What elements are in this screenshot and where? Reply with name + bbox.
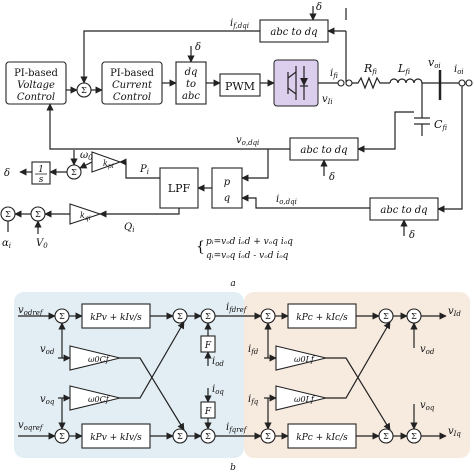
i-fi-label: ifi <box>330 68 338 80</box>
pq-p-label: p <box>224 177 231 188</box>
w0lf-top-label: ω0Lf <box>294 355 316 364</box>
pi-voltage-top-label: kPv + kIv/s <box>90 313 142 323</box>
svg-text:Σ: Σ <box>35 210 41 219</box>
resistor-rfi <box>352 76 390 90</box>
svg-text:Σ: Σ <box>59 312 65 321</box>
q-i-label: Qi <box>124 222 134 234</box>
voltage-control-label-2: Voltage <box>17 80 55 91</box>
i-fdqi-label: if,dqi <box>230 18 249 30</box>
pi-current-bot-label: kPc + kIc/s <box>296 433 348 443</box>
delta-bot-label: δ <box>409 230 415 241</box>
svg-text:Σ: Σ <box>5 210 11 219</box>
caption-a: a <box>230 279 235 289</box>
voltage-control-block: PI-based Voltage Control <box>5 61 67 105</box>
v-odqi-label: vo,dqi <box>236 135 259 147</box>
v-oq-out-label: voq <box>420 400 435 412</box>
v-iq-label: vIq <box>448 426 461 438</box>
pwm-label: PWM <box>225 80 255 93</box>
dq-label: dq <box>185 67 198 78</box>
abc-to-dq-bot-label: abc to dq <box>380 205 427 216</box>
svg-text:Σ: Σ <box>411 312 417 321</box>
dq-to-abc-block: dq to abc <box>175 61 207 105</box>
p-i-label: Pi <box>139 164 149 176</box>
pi-voltage-top <box>81 303 151 329</box>
v-odref-label: vodref <box>18 305 44 317</box>
pi-voltage-bot <box>81 423 151 449</box>
pq-q-label: q <box>224 193 230 204</box>
integrator-block <box>31 161 51 185</box>
c-fi-label: Cfi <box>434 118 447 132</box>
i-fdref-label: ifdref <box>226 302 248 314</box>
f-bot-label: F <box>204 407 212 417</box>
v-oi-label: voi <box>428 56 441 70</box>
kqi-label: kqi <box>80 211 91 222</box>
v-oq-label: voq <box>40 394 55 406</box>
p-equation: pᵢ=vₒd iₒd + vₒq iₒq <box>206 237 293 247</box>
delta-left-label: δ <box>4 168 10 179</box>
svg-text:Σ: Σ <box>383 312 389 321</box>
v-id-label: vId <box>448 306 461 318</box>
delta-top-label: δ <box>316 2 322 13</box>
to-label: to <box>186 79 196 90</box>
panel-a: PI-based Voltage Control Σ PI-based Curr… <box>0 2 473 289</box>
abc-label: abc <box>182 91 200 102</box>
omega0-label: ω0 <box>80 150 93 162</box>
svg-text:Σ: Σ <box>205 312 211 321</box>
w0cf-top-label: ω0Cf <box>88 355 111 364</box>
svg-text:Σ: Σ <box>205 432 211 441</box>
i-fd-label: ifd <box>248 344 259 356</box>
v-od-label: vod <box>40 344 55 356</box>
v0-label: V0 <box>36 238 48 250</box>
inductor-lfi <box>389 78 423 84</box>
svg-text:Σ: Σ <box>383 432 389 441</box>
current-control-block: PI-based Current Control <box>101 61 163 105</box>
svg-text:Σ: Σ <box>411 432 417 441</box>
abc-to-dq-mid-label: abc to dq <box>300 145 347 156</box>
svg-text:Σ: Σ <box>177 312 183 321</box>
w0cf-bot-label: ω0Cf <box>88 395 111 404</box>
svg-text:Σ: Σ <box>177 432 183 441</box>
svg-text:Σ: Σ <box>265 432 271 441</box>
i-odqi-label: io,dqi <box>276 194 297 206</box>
voltage-control-label-3: Control <box>17 92 55 103</box>
delta-dq-label: δ <box>195 42 201 53</box>
svg-text:Σ: Σ <box>265 312 271 321</box>
svg-text:Σ: Σ <box>71 168 77 177</box>
i-oi-label: ioi <box>454 64 464 76</box>
abc-to-dq-top-label: abc to dq <box>270 27 317 38</box>
current-control-label-1: PI-based <box>110 68 154 79</box>
i-fqref-label: ifqref <box>226 422 248 434</box>
voltage-control-label-1: PI-based <box>14 68 58 79</box>
current-control-label-2: Current <box>112 80 153 91</box>
r-fi-label: Rfi <box>363 62 377 76</box>
integrator-num: 1 <box>38 165 44 175</box>
svg-text:Σ: Σ <box>81 86 87 95</box>
voltage-controller-panel <box>14 292 244 458</box>
alpha-i-label: αi <box>2 238 11 250</box>
svg-text:Σ: Σ <box>59 432 65 441</box>
pi-voltage-bot-label: kPv + kIv/s <box>90 433 142 443</box>
svg-text:{: { <box>196 239 205 255</box>
kpi-label: kpi <box>103 159 114 170</box>
f-top-label: F <box>204 341 212 351</box>
inverter-switch-block <box>273 59 319 107</box>
lpf-label: LPF <box>168 182 191 195</box>
v-oqref-label: voqref <box>18 420 44 432</box>
pi-current-top-label: kPc + kIc/s <box>296 313 348 323</box>
caption-b: b <box>230 463 236 473</box>
w0lf-bot-label: ω0Lf <box>294 395 316 404</box>
i-fq-label: ifq <box>248 394 259 406</box>
l-fi-label: Lfi <box>397 62 410 76</box>
current-control-label-3: Control <box>113 92 151 103</box>
pq-calc-block <box>211 167 243 209</box>
panel-b: vodref vod voq voqref Σ Σ kPv + kIv/s kP… <box>14 292 470 473</box>
v-ii-label: vIi <box>322 94 333 106</box>
i-od-label: iod <box>212 356 224 368</box>
q-equation: qᵢ=vₒq iₒd - vₒd iₒq <box>206 251 289 261</box>
integrator-den: s <box>39 175 44 185</box>
v-od-out-label: vod <box>420 344 435 356</box>
i-oq-label: ioq <box>212 384 224 396</box>
delta-mid-label: δ <box>329 172 335 183</box>
